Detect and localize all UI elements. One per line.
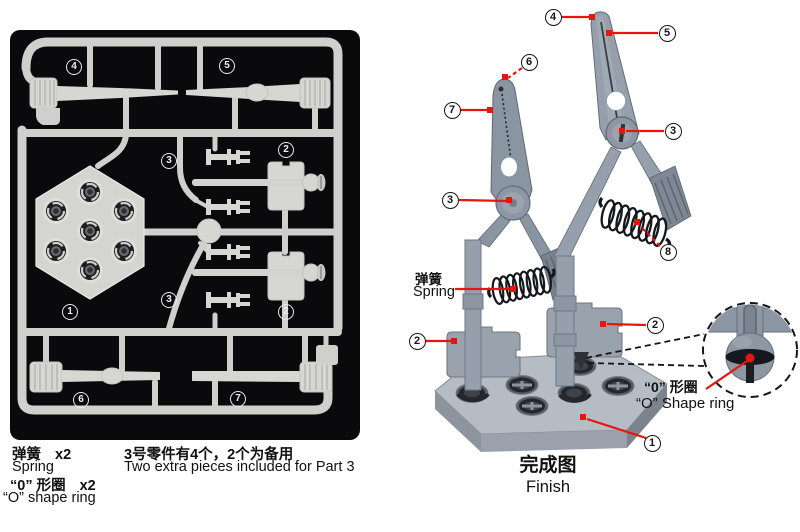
hexplate-sockets [43, 179, 137, 283]
legend-spring-cn: 弹簧 [12, 447, 41, 463]
sprue-part-2-upper [192, 161, 326, 211]
diagram-callout-7: 7 [443, 101, 461, 119]
legend-oring-row: “0” 形圈 x2 [10, 474, 96, 495]
diagram-callout-5: 5 [658, 24, 676, 42]
legend-oring-qty: x2 [79, 478, 96, 494]
sprue-callout-2b: 2 [278, 304, 294, 320]
diagram-callout-3l: 3 [441, 191, 459, 209]
sprue-part-3-pegs [206, 149, 250, 308]
legend-oring-cn: “0” 形圈 [10, 478, 66, 494]
sprue-callout-6: 6 [73, 392, 89, 408]
sprue-part-2-lower [192, 251, 326, 301]
sprue-callout-1: 1 [62, 304, 78, 320]
diagram-callout-2r: 2 [646, 316, 664, 334]
assembly-diagram-svg [426, 11, 798, 452]
sprue-part-4 [29, 77, 178, 125]
diagram-spring-label-en: Spring [413, 284, 455, 300]
red-leaders [426, 15, 748, 440]
diagram-spring-label-cn: 弹簧 [415, 272, 442, 287]
diagram-callout-2l: 2 [408, 332, 426, 350]
sprue-svg [17, 37, 343, 415]
legend-note-en: Two extra pieces included for Part 3 [124, 459, 355, 475]
legend-oring-en: “O” shape ring [3, 490, 96, 506]
diagram-callout-6: 6 [520, 53, 538, 71]
sprue-callout-3a: 3 [161, 153, 177, 169]
sprue-runners [17, 37, 343, 415]
right-holder-rod [553, 255, 592, 403]
sprue-callout-4: 4 [66, 59, 82, 75]
legend-spring-row: 弹簧 x2 [12, 443, 71, 464]
right-clamp [553, 11, 692, 263]
red-markers [451, 14, 755, 420]
magnifier-leader-lines [585, 333, 706, 367]
sprue-photo-panel: 4 5 3 2 1 3 2 6 7 [10, 30, 360, 440]
sprue-part-5 [186, 77, 331, 109]
diagram-callout-8: 8 [659, 243, 677, 261]
diagram-oring-label-en: “O” Shape ring [636, 395, 735, 412]
legend-spring-qty: x2 [55, 447, 72, 463]
finish-label: 完成图 Finish [490, 455, 606, 497]
sprue-part-1-hexplate [35, 165, 145, 300]
left-spring [487, 265, 556, 305]
diagram-oring-label-cn: “0” 形圈 [644, 379, 698, 395]
diagram-callout-3r: 3 [664, 122, 682, 140]
sprue-callout-5: 5 [219, 58, 235, 74]
sprue-callout-2a: 2 [278, 142, 294, 158]
sprue-part-6 [29, 361, 160, 393]
oring-peg-tip [573, 352, 589, 370]
finish-label-en: Finish [525, 478, 570, 496]
diagram-callout-1: 1 [643, 434, 661, 452]
left-holder-plate [446, 326, 521, 378]
sprue-part-7 [192, 345, 338, 393]
sprue-callout-3b: 3 [161, 292, 177, 308]
legend-spring-en: Spring [12, 459, 54, 475]
sprue-junction-disc [196, 218, 222, 244]
diagram-callout-4: 4 [544, 8, 562, 26]
legend-note-cn: 3号零件有4个，2个为备用 [124, 447, 294, 463]
sprue-callout-7: 7 [230, 391, 246, 407]
left-holder-rod [456, 239, 490, 403]
finish-label-cn: 完成图 [519, 455, 577, 476]
